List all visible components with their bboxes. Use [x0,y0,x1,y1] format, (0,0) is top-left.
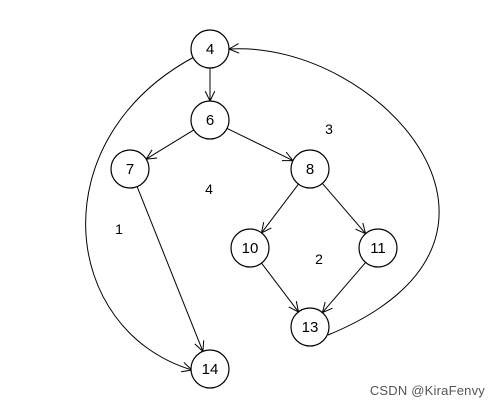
node-13: 13 [290,307,330,347]
node-circle-4 [190,29,230,69]
node-label-14: 14 [202,361,219,378]
edges-layer [85,43,440,373]
node-14: 14 [190,349,230,389]
edge-4-to-14 [85,56,195,373]
node-label-4: 4 [206,41,214,58]
node-circle-13 [290,307,330,347]
region-label-4: 4 [205,181,213,197]
edge-7-to-14 [136,186,205,353]
node-circle-6 [190,100,230,140]
region-label-3: 3 [325,121,333,137]
edge-8-to-11 [322,183,367,235]
node-label-6: 6 [206,112,214,129]
node-circle-8 [290,149,330,189]
edge-4-to-6 [204,68,216,103]
regions-layer: 1 2 3 4 [115,121,333,267]
node-4: 4 [190,29,230,69]
edge-6-to-7 [145,129,195,160]
edge-line-10-to-13 [261,262,299,313]
node-label-7: 7 [126,161,134,178]
node-11: 11 [358,228,398,268]
node-circle-11 [358,228,398,268]
edge-11-to-13 [321,262,366,314]
edge-line-8-to-10 [261,183,299,234]
node-circle-7 [110,149,150,189]
node-circle-10 [230,228,270,268]
watermark: CSDN @KiraFenvy [369,383,485,398]
node-label-10: 10 [242,240,259,257]
edge-13-to-4 [227,43,440,336]
edge-line-13-to-4 [228,48,440,336]
edge-6-to-8 [226,127,294,162]
node-label-13: 13 [302,319,319,336]
node-7: 7 [110,149,150,189]
node-label-11: 11 [370,240,386,257]
node-6: 6 [190,100,230,140]
edge-line-4-to-14 [85,56,195,371]
edge-line-8-to-11 [322,183,366,234]
region-label-2: 2 [315,251,323,267]
region-label-1: 1 [115,221,123,237]
edge-8-to-10 [260,183,299,234]
node-label-8: 8 [306,161,314,178]
edge-line-7-to-14 [136,186,204,352]
edge-10-to-13 [261,262,300,313]
edge-line-6-to-7 [145,129,195,160]
edge-line-6-to-8 [226,127,294,162]
edge-line-11-to-13 [322,262,366,313]
node-10: 10 [230,228,270,268]
node-8: 8 [290,149,330,189]
node-circle-14 [190,349,230,389]
